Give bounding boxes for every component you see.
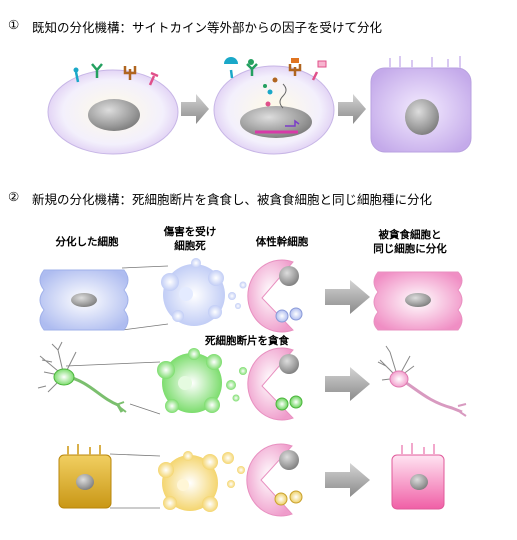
pink-stem-cell-2 bbox=[247, 347, 303, 421]
arrow-icon bbox=[325, 367, 370, 401]
blue-fragments bbox=[228, 281, 247, 309]
section1-number: ① bbox=[8, 17, 20, 32]
arrow-icon bbox=[325, 463, 370, 497]
connector-lines bbox=[65, 265, 169, 509]
label-somatic-stem-cell: 体性幹細胞 bbox=[255, 236, 309, 248]
arrow-icon bbox=[325, 280, 370, 314]
label-phagocytosis: 死細胞断片を貪食 bbox=[205, 335, 289, 347]
yellow-fragments bbox=[222, 452, 245, 488]
blue-dying-cell bbox=[161, 258, 225, 326]
stem-cell-signaling bbox=[213, 57, 335, 155]
green-fragments bbox=[226, 367, 247, 402]
label-result-line1: 被貪食細胞と bbox=[378, 229, 442, 241]
pink-stem-cell-3 bbox=[246, 443, 303, 517]
label-damaged-line1: 傷害を受け bbox=[163, 226, 217, 238]
green-dying-cell bbox=[157, 348, 222, 413]
section1-title: 既知の分化機構：サイトカイン等外部からの因子を受けて分化 bbox=[32, 20, 383, 35]
differentiated-cell-purple bbox=[370, 56, 472, 153]
receptor-icon bbox=[91, 63, 103, 78]
cytokine-icon bbox=[224, 57, 238, 79]
stem-cell-with-receptors bbox=[47, 63, 179, 155]
pink-neuron bbox=[377, 345, 467, 417]
arrow-icon bbox=[181, 94, 209, 124]
blue-differentiated-cell bbox=[39, 269, 129, 331]
pink-box-cell bbox=[391, 443, 445, 510]
green-neuron bbox=[37, 341, 127, 413]
yellow-differentiated-cell bbox=[58, 444, 112, 509]
receptor-icon bbox=[73, 67, 80, 83]
cytokine-icon bbox=[246, 59, 258, 76]
cytokine-icon bbox=[311, 60, 327, 81]
pink-differentiated-cell bbox=[373, 271, 463, 331]
label-result-line2: 同じ細胞に分化 bbox=[373, 243, 447, 255]
receptor-icon bbox=[148, 71, 159, 86]
label-differentiated-cell: 分化した細胞 bbox=[55, 236, 119, 248]
section2-number: ② bbox=[8, 189, 20, 204]
receptor-icon bbox=[123, 66, 137, 80]
pink-stem-cell-1 bbox=[247, 259, 303, 333]
label-damaged-line2: 細胞死 bbox=[174, 240, 206, 252]
cytokine-icon bbox=[288, 58, 302, 76]
arrow-icon bbox=[338, 94, 366, 124]
yellow-dying-cell bbox=[158, 451, 218, 512]
section2-title: 新規の分化機構：死細胞断片を貪食し、被貪食細胞と同じ細胞種に分化 bbox=[32, 192, 433, 207]
